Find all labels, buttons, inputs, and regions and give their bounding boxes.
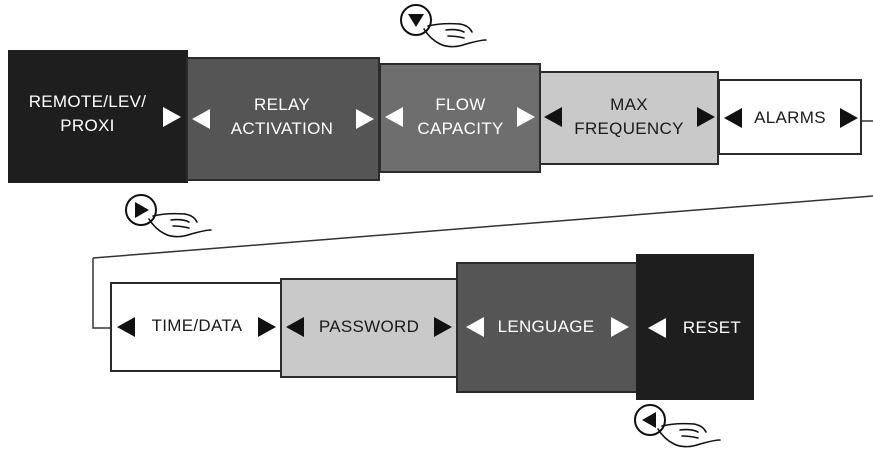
right-arrow-icon: [611, 317, 629, 337]
menu-item-label: RESET: [682, 318, 742, 337]
menu-item-reset: RESET: [636, 254, 754, 400]
menu-item-remote-lev-proxi: REMOTE/LEV/ PROXI: [8, 50, 188, 183]
left-button-icon: [634, 404, 721, 448]
menu-item-label: ACTIVATION: [230, 119, 334, 138]
menu-item-alarms: ALARMS: [718, 79, 862, 155]
menu-item-label: LENGUAGE: [497, 317, 595, 336]
left-arrow-icon: [192, 109, 210, 129]
right-arrow-icon: [356, 109, 374, 129]
menu-item-max-frequency: MAX FREQUENCY: [539, 71, 719, 165]
menu-item-relay-activation: RELAY ACTIVATION: [186, 57, 380, 181]
menu-item-label: RELAY: [254, 95, 310, 114]
right-arrow-icon: [697, 107, 715, 127]
left-arrow-icon: [724, 108, 742, 128]
menu-item-label: REMOTE/LEV/: [28, 92, 147, 111]
menu-item-time-data: TIME/DATA: [110, 282, 282, 372]
menu-item-label: MAX: [610, 95, 648, 114]
left-arrow-icon: [544, 107, 562, 127]
right-arrow-icon: [840, 108, 858, 128]
right-arrow-icon: [163, 107, 181, 127]
row-2-entry-line: [92, 258, 110, 329]
left-arrow-icon: [648, 318, 666, 338]
left-arrow-icon: [117, 317, 135, 337]
left-arrow-icon: [466, 317, 484, 337]
diagonal-connector-line: [92, 195, 873, 259]
menu-item-label: FLOW: [435, 95, 486, 114]
right-arrow-icon: [517, 107, 535, 127]
menu-item-password: PASSWORD: [280, 278, 458, 378]
pointing-hand-icon: [148, 212, 212, 238]
menu-item-label: CAPACITY: [417, 119, 504, 138]
menu-item-label: ALARMS: [754, 108, 826, 127]
right-arrow-icon: [258, 317, 276, 337]
menu-item-lenguage: LENGUAGE: [456, 262, 638, 393]
right-button-icon: [125, 194, 212, 238]
down-button-icon: [400, 4, 487, 48]
pointing-hand-icon: [423, 22, 487, 48]
left-arrow-icon: [286, 317, 304, 337]
menu-item-flow-capacity: FLOW CAPACITY: [379, 63, 541, 173]
menu-item-label: PASSWORD: [318, 317, 420, 336]
left-arrow-icon: [385, 107, 403, 127]
menu-item-label: PROXI: [60, 116, 115, 135]
menu-item-label: TIME/DATA: [151, 316, 243, 335]
pointing-hand-icon: [657, 422, 721, 448]
menu-item-label: FREQUENCY: [574, 119, 684, 138]
right-arrow-icon: [434, 317, 452, 337]
